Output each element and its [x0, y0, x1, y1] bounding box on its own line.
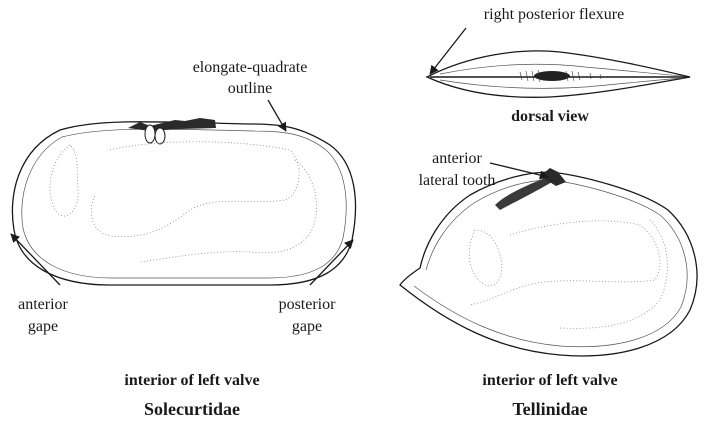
solecurtidae-shell-outline	[12, 122, 355, 285]
tellinidae-tooth-label-2: lateral tooth	[419, 172, 496, 189]
solecurtidae-anterior-gape-label-1: anterior	[18, 296, 68, 313]
tellinidae-panel: right posterior flexure anterior lateral…	[400, 6, 697, 419]
solecurtidae-outline-label-2: outline	[228, 80, 272, 97]
solecurtidae-tooth-a	[145, 125, 155, 143]
tellinidae-family-name: Tellinidae	[512, 399, 587, 419]
solecurtidae-tooth-b	[155, 128, 165, 144]
solecurtidae-outline-label-1: elongate-quadrate	[193, 59, 308, 76]
solecurtidae-caption: interior of left valve	[124, 372, 259, 389]
tellinidae-caption: interior of left valve	[482, 372, 617, 389]
tellinidae-shell-outline	[400, 172, 697, 356]
solecurtidae-posterior-gape-label-2: gape	[292, 318, 322, 335]
solecurtidae-posterior-gape-label-1: posterior	[279, 296, 337, 313]
tellinidae-tooth-label-1: anterior	[432, 150, 482, 167]
solecurtidae-family-name: Solecurtidae	[144, 399, 240, 419]
solecurtidae-panel: elongate-quadrate outline anterior gape …	[11, 59, 356, 419]
solecurtidae-anterior-gape-label-2: gape	[28, 318, 58, 335]
tellinidae-dorsal-caption: dorsal view	[511, 108, 589, 125]
tellinidae-tooth-arrow	[490, 163, 548, 177]
tellinidae-flexure-label: right posterior flexure	[484, 6, 624, 23]
